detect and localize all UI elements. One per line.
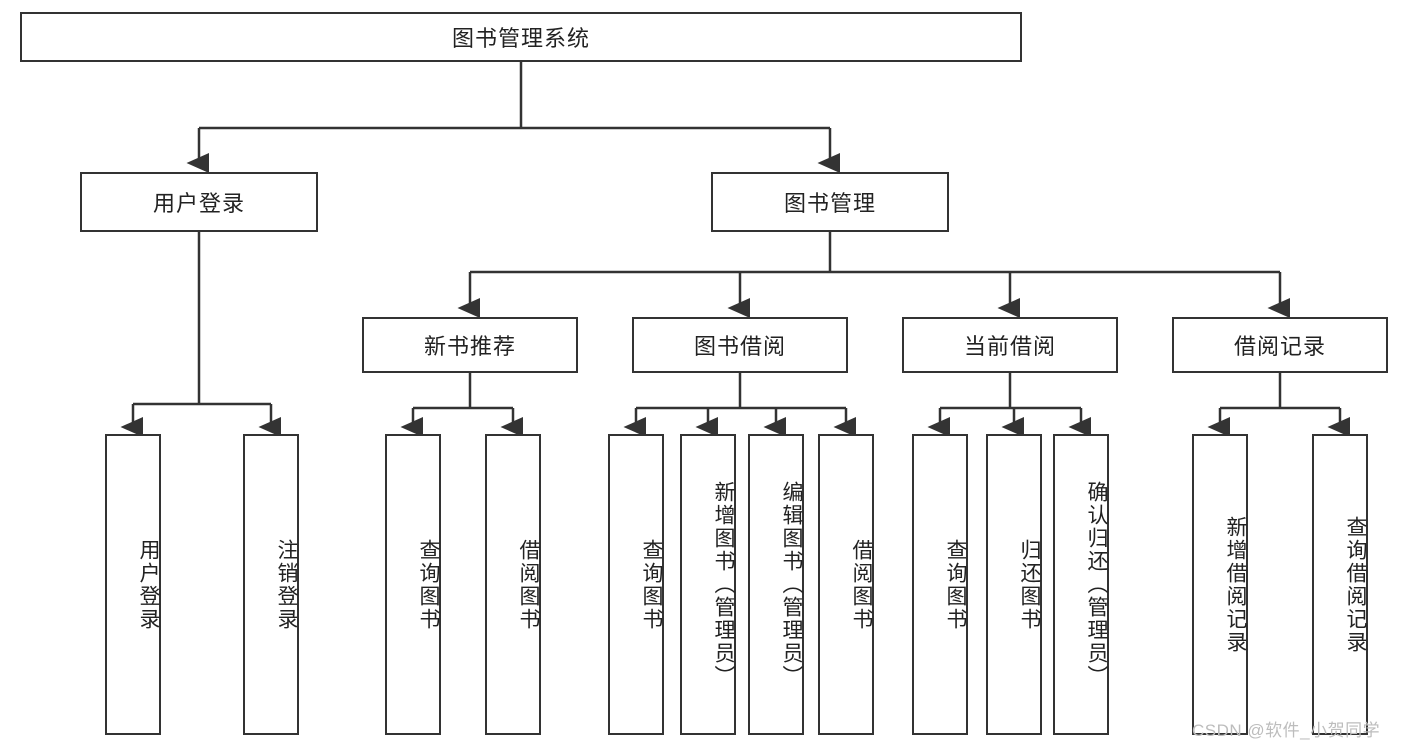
node-leaf-user-logout-label: 注销登录 xyxy=(275,538,298,631)
node-book-manage-label: 图书管理 xyxy=(783,191,876,216)
node-root-label: 图书管理系统 xyxy=(451,26,590,51)
node-borrow-record[interactable]: 借阅记录 xyxy=(1172,317,1388,373)
node-new-book-rec[interactable]: 新书推荐 xyxy=(362,317,578,373)
node-leaf-rec-borrow-label: 借阅图书 xyxy=(517,538,540,631)
node-borrow-record-label: 借阅记录 xyxy=(1233,334,1326,359)
node-leaf-cur-return[interactable]: 归还图书 xyxy=(986,434,1042,735)
node-leaf-rec-add[interactable]: 新增借阅记录 xyxy=(1192,434,1248,735)
node-leaf-cur-confirm[interactable]: 确认归还（管理员） xyxy=(1053,434,1109,735)
node-book-manage[interactable]: 图书管理 xyxy=(711,172,949,232)
node-root[interactable]: 图书管理系统 xyxy=(20,12,1022,62)
node-leaf-borrow-query[interactable]: 查询图书 xyxy=(608,434,664,735)
node-leaf-rec-query-label: 查询图书 xyxy=(417,538,440,631)
node-leaf-cur-query-label: 查询图书 xyxy=(944,538,967,631)
node-leaf-cur-query[interactable]: 查询图书 xyxy=(912,434,968,735)
node-leaf-rec-search-label: 查询借阅记录 xyxy=(1344,515,1367,654)
node-leaf-rec-borrow[interactable]: 借阅图书 xyxy=(485,434,541,735)
node-current-borrow-label: 当前借阅 xyxy=(963,334,1056,359)
node-leaf-rec-query[interactable]: 查询图书 xyxy=(385,434,441,735)
node-leaf-borrow-edit-label: 编辑图书（管理员） xyxy=(780,481,803,688)
node-current-borrow[interactable]: 当前借阅 xyxy=(902,317,1118,373)
node-leaf-borrow-add[interactable]: 新增图书（管理员） xyxy=(680,434,736,735)
node-leaf-user-login-label: 用户登录 xyxy=(137,538,160,631)
node-leaf-borrow-lend-label: 借阅图书 xyxy=(850,538,873,631)
node-leaf-borrow-edit[interactable]: 编辑图书（管理员） xyxy=(748,434,804,735)
node-leaf-borrow-query-label: 查询图书 xyxy=(640,538,663,631)
node-user-login[interactable]: 用户登录 xyxy=(80,172,318,232)
node-user-login-label: 用户登录 xyxy=(152,191,245,216)
node-book-borrow-label: 图书借阅 xyxy=(693,334,786,359)
node-leaf-user-login[interactable]: 用户登录 xyxy=(105,434,161,735)
csdn-watermark: CSDN @软件_小贺同学 xyxy=(1192,721,1381,740)
node-book-borrow[interactable]: 图书借阅 xyxy=(632,317,848,373)
node-leaf-rec-search[interactable]: 查询借阅记录 xyxy=(1312,434,1368,735)
node-leaf-user-logout[interactable]: 注销登录 xyxy=(243,434,299,735)
node-leaf-borrow-add-label: 新增图书（管理员） xyxy=(712,481,735,688)
node-leaf-cur-confirm-label: 确认归还（管理员） xyxy=(1085,481,1108,688)
node-leaf-rec-add-label: 新增借阅记录 xyxy=(1224,515,1247,654)
node-leaf-cur-return-label: 归还图书 xyxy=(1018,538,1041,631)
node-leaf-borrow-lend[interactable]: 借阅图书 xyxy=(818,434,874,735)
node-new-book-rec-label: 新书推荐 xyxy=(423,334,516,359)
